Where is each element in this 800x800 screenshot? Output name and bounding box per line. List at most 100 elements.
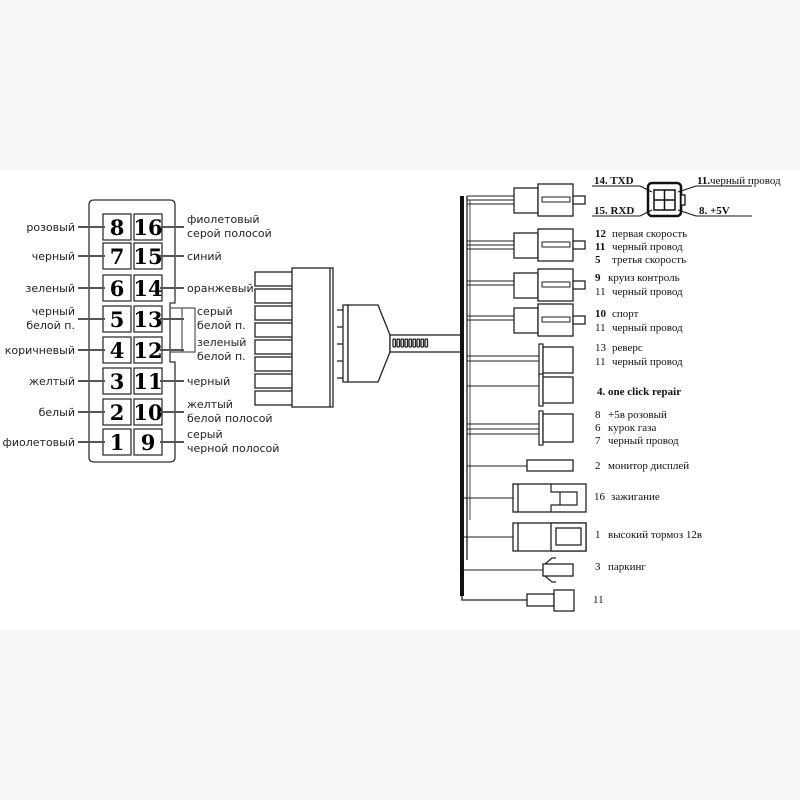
plug-latch — [541, 196, 571, 203]
diag-pins — [653, 189, 676, 211]
pin-number: 7 — [110, 244, 125, 269]
ribbon-wire — [424, 338, 429, 348]
plug-body — [513, 272, 539, 299]
parking-clip — [544, 557, 556, 583]
branch-pin-number: 13 — [595, 342, 607, 354]
branch-function-label: высокий тормоз 12в — [608, 529, 702, 541]
wire-color-label: белой п. — [197, 319, 246, 332]
pin-cell — [133, 305, 163, 333]
ribbon-wire — [408, 338, 413, 348]
wire-color-label: оранжевый — [187, 282, 254, 295]
ribbon-wire — [400, 338, 405, 348]
branch-pin-number: 12 — [595, 228, 607, 240]
wire-color-label: белой п. — [26, 319, 75, 332]
wire-color-label: белый — [39, 406, 75, 419]
connector-body — [512, 483, 587, 513]
wire-color-label: серой полосой — [187, 227, 272, 240]
connector-tooth — [254, 390, 294, 406]
ribbon-wire — [396, 338, 401, 348]
branch-function-label: третья скорость — [612, 254, 686, 266]
pin-number: 6 — [110, 276, 125, 301]
pin-cell — [133, 274, 163, 302]
pin-cell — [102, 367, 132, 395]
branch-function-label: зажигание — [611, 491, 660, 503]
diag-pin-rxd: 15. RXD — [594, 205, 634, 217]
plug-body — [526, 593, 555, 607]
connector-cavity — [555, 527, 582, 546]
branch-pin-number: 10 — [595, 308, 607, 320]
branch-pin-number: 5 — [595, 254, 601, 266]
socket-body — [542, 376, 574, 404]
branch-pin-number: 11 — [595, 356, 606, 368]
branch-function-label: черный провод — [608, 435, 679, 447]
connector-tooth — [254, 356, 294, 372]
pin-cell — [102, 242, 132, 270]
diag-pin-ground-num: 11. — [697, 175, 710, 187]
display-plug — [526, 459, 574, 472]
connector-tooth — [254, 288, 294, 304]
connector-tooth — [254, 339, 294, 355]
pin-number: 15 — [133, 244, 162, 269]
wire-color-label: зеленый — [26, 282, 75, 295]
pin-number: 16 — [133, 215, 162, 240]
ribbon-wire — [404, 338, 409, 348]
wire-color-label: серый — [197, 305, 233, 318]
pin-cell — [102, 398, 132, 426]
pin-cell — [133, 242, 163, 270]
plug-pin — [572, 195, 586, 205]
branch-pin-number: 11 — [593, 594, 604, 606]
connector-tooth — [254, 373, 294, 389]
wire-color-label: фиолетовый — [2, 436, 75, 449]
pin-number: 1 — [110, 430, 125, 455]
wire-color-label: синий — [187, 250, 222, 263]
branch-function-label: паркинг — [608, 561, 646, 573]
branch-function-label: черный провод — [612, 322, 683, 334]
socket-body — [542, 413, 574, 443]
pin-number: 4 — [110, 338, 125, 363]
diag-latch — [680, 194, 686, 206]
wire-color-label: фиолетовый — [187, 213, 260, 226]
branch-pin-number: 8 — [595, 409, 601, 421]
branch-function-label: курок газа — [608, 422, 657, 434]
plug-body — [513, 307, 539, 334]
wire-color-label: черный — [32, 250, 75, 263]
ribbon-wire — [420, 338, 425, 348]
pin-cell — [102, 274, 132, 302]
wire-bus — [460, 196, 471, 596]
ribbon-wire — [392, 338, 397, 348]
plug-flange — [342, 304, 349, 383]
connector-body — [291, 267, 334, 408]
branch-function-label: +5в розовый — [608, 409, 667, 421]
plug-pin — [572, 315, 586, 325]
branch-pin-number: 9 — [595, 272, 601, 284]
branch-function-label: первая скорость — [612, 228, 687, 240]
connector-tooth — [254, 322, 294, 338]
wire-color-label: желтый — [29, 375, 75, 388]
branch-wire — [461, 596, 527, 601]
wire-color-label: белой полосой — [187, 412, 273, 425]
branch-function-label: черный провод — [612, 356, 683, 368]
branch-function-label: реверс — [612, 342, 643, 354]
connector-tooth — [254, 305, 294, 321]
plug-body — [513, 187, 539, 214]
branch-pin-number: 2 — [595, 460, 601, 472]
branch-pin-number: 1 — [595, 529, 601, 541]
wire-color-label: зеленый — [197, 336, 246, 349]
pin-cell — [133, 336, 163, 364]
wire-color-label: черный — [187, 375, 230, 388]
pin-cell — [102, 305, 132, 333]
pin-number: 3 — [110, 369, 125, 394]
plug-latch — [541, 241, 571, 248]
pin-number: 5 — [110, 307, 125, 332]
branch-function-label: черный провод — [612, 241, 683, 253]
diag-pin-5v: 8. +5V — [699, 205, 730, 217]
pin-cell — [133, 428, 163, 456]
pin-number: 11 — [133, 369, 162, 394]
wire-color-label: розовый — [26, 221, 75, 234]
branch-pin-number: 3 — [595, 561, 601, 573]
plug-body — [513, 232, 539, 259]
wire-color-label: серый — [187, 428, 223, 441]
